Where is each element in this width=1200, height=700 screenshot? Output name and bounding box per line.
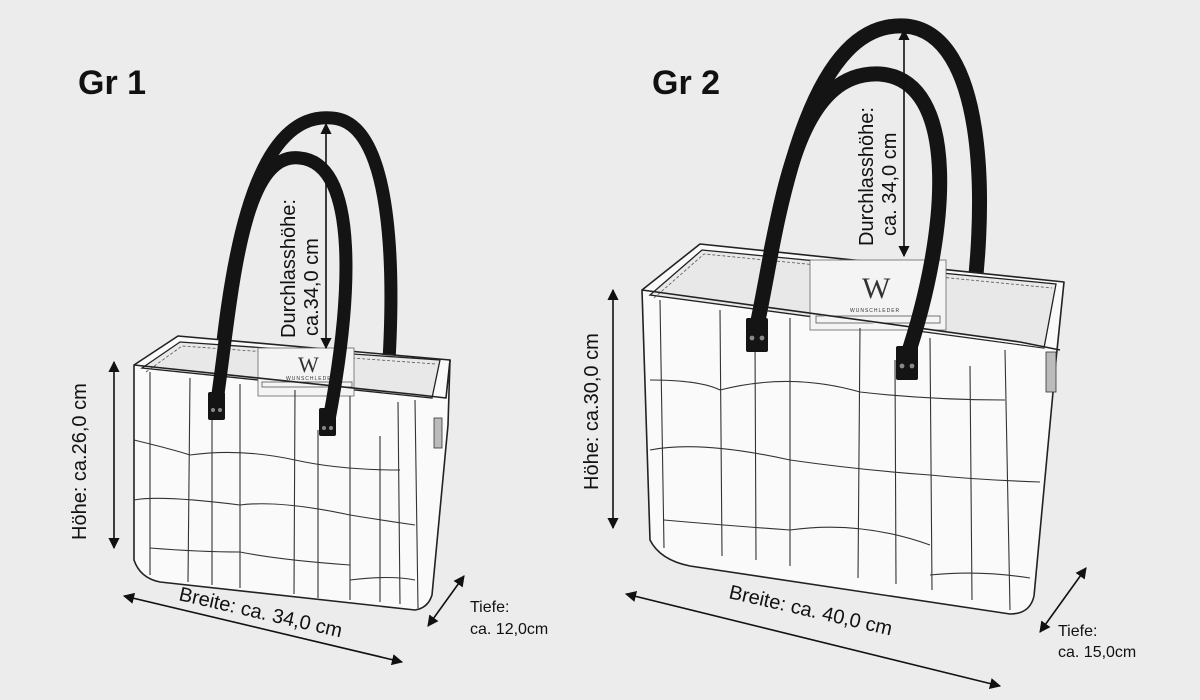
size-1-title: Gr 1 bbox=[78, 64, 146, 102]
size-2-tiefe-label-2: ca. 15,0cm bbox=[1058, 644, 1136, 661]
size-2-logo-letter: W bbox=[862, 272, 891, 305]
size-2-hoehe-label: Höhe: ca.30,0 cm bbox=[581, 333, 603, 490]
size-1-tiefe-label-2: ca. 12,0cm bbox=[470, 621, 548, 638]
size-1-bag-body: W WUNSCHLEDER bbox=[133, 335, 451, 611]
size-1-durchlass-label-1: Durchlasshöhe: bbox=[278, 199, 300, 338]
bag-size-2: Gr 2 W WUNSCHLEDER bbox=[581, 18, 1136, 690]
size-2-tiefe-arrow bbox=[1039, 567, 1087, 633]
size-1-durchlass-label-2: ca.34,0 cm bbox=[301, 238, 323, 336]
size-1-front-handle bbox=[209, 151, 353, 432]
bag-size-1: Gr 1 W WUNSCHLEDER bbox=[69, 64, 548, 666]
size-2-durchlass-label-1: Durchlasshöhe: bbox=[856, 107, 878, 246]
size-2-breite-arrow bbox=[624, 590, 1002, 690]
size-2-front-handle bbox=[748, 66, 948, 368]
size-2-durchlass-label-2: ca. 34,0 cm bbox=[879, 133, 901, 236]
size-1-breite-arrow bbox=[122, 592, 404, 666]
size-2-brand-name: WUNSCHLEDER bbox=[850, 308, 900, 314]
size-1-brand-name: WUNSCHLEDER bbox=[286, 376, 336, 382]
size-2-title: Gr 2 bbox=[652, 64, 720, 102]
size-2-bag-body: W WUNSCHLEDER bbox=[641, 243, 1065, 615]
size-1-logo-letter: W bbox=[298, 352, 319, 377]
size-1-tiefe-label-1: Tiefe: bbox=[470, 599, 509, 616]
size-1-tiefe-arrow bbox=[427, 575, 465, 627]
size-1-hoehe-label: Höhe: ca.26,0 cm bbox=[69, 383, 91, 540]
size-2-tiefe-label-1: Tiefe: bbox=[1058, 623, 1097, 640]
